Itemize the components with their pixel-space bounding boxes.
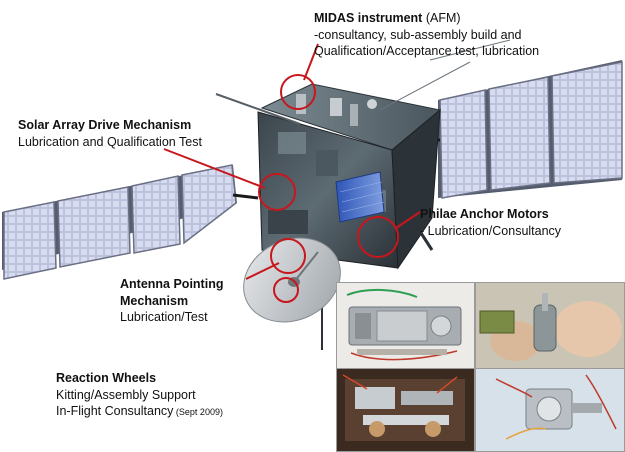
midas-title-suffix: (AFM): [422, 11, 461, 25]
sadm-title: Solar Array Drive Mechanism: [18, 118, 192, 132]
right-solar-array: [420, 60, 623, 199]
reaction-line1: Kitting/Assembly Support: [56, 387, 196, 402]
antenna-callout-circle: [270, 238, 306, 274]
sadm-callout: Solar Array Drive Mechanism Lubrication …: [18, 117, 202, 150]
philae-callout-circle: [357, 216, 399, 258]
antenna-line1: Lubrication/Test: [120, 310, 208, 324]
midas-callout-line: [303, 43, 319, 81]
reaction-wheel-interior-photo: [336, 368, 475, 452]
motor-wiring-photo: [475, 368, 625, 452]
midas-callout-circle: [280, 74, 316, 110]
reaction-line2-note: (Sept 2009): [173, 407, 223, 417]
left-solar-array: [2, 164, 259, 280]
midas-title: MIDAS instrument: [314, 11, 423, 25]
philae-title: Philae Anchor Motors: [420, 207, 549, 221]
spacecraft-body: [215, 39, 511, 350]
antenna-base-circle: [273, 277, 299, 303]
antenna-title-line2: Mechanism: [120, 293, 189, 308]
hand-held-mechanism-photo: [475, 282, 625, 369]
reaction-line2: In-Flight Consultancy: [56, 404, 174, 418]
reaction-callout: Reaction Wheels Kitting/Assembly Support…: [56, 370, 223, 420]
midas-line2: Qualification/Acceptance test, lubricati…: [314, 44, 540, 58]
philae-callout: Philae Anchor Motors - Lubrication/Consu…: [420, 206, 561, 239]
callout-markers: [163, 43, 421, 303]
midas-callout: MIDAS instrument (AFM) -consultancy, sub…: [314, 10, 539, 60]
antenna-title-line1: Antenna Pointing: [120, 277, 224, 291]
reaction-title: Reaction Wheels: [56, 371, 157, 385]
sadm-line1: Lubrication and Qualification Test: [18, 134, 202, 149]
midas-line1: -consultancy, sub-assembly build and: [314, 27, 522, 42]
philae-callout-line: [395, 211, 421, 229]
drive-mechanism-photo: [336, 282, 475, 369]
antenna-callout: Antenna Pointing Mechanism Lubrication/T…: [120, 276, 223, 326]
sadm-callout-circle: [258, 173, 296, 211]
sadm-callout-line: [163, 148, 266, 189]
philae-line1: - Lubrication/Consultancy: [420, 223, 562, 238]
